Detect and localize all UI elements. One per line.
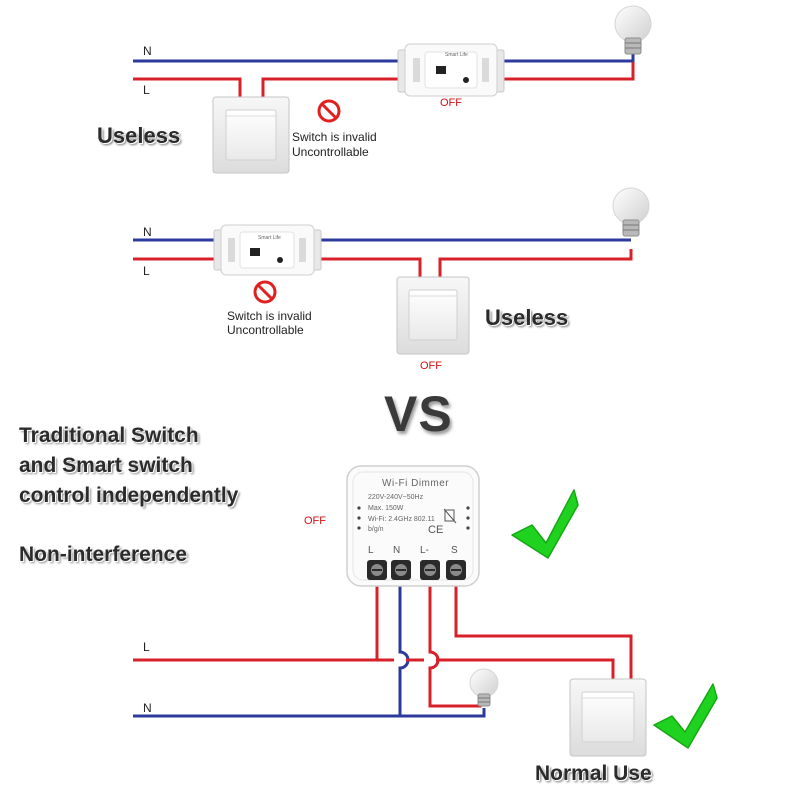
ce-mark: CE (428, 524, 444, 536)
switch-wire-3 (454, 578, 633, 681)
switch-invalid-text: Switch is invalid (292, 130, 377, 144)
light-bulb-1 (614, 5, 652, 55)
neutral-line-label: N (143, 225, 152, 239)
terminal-screws (367, 560, 466, 580)
dimmer-spec-power: Max. 150W (368, 505, 404, 512)
neutral-wire-3 (133, 708, 486, 718)
live-line-label: L (143, 83, 150, 97)
dimmer-title: Wi-Fi Dimmer (382, 478, 450, 489)
smart-module-brand: Smart Life (445, 52, 468, 58)
smart-module-brand: Smart Life (258, 235, 281, 241)
description-line-4: Non-interference (19, 543, 188, 566)
terminal-label-load: L- (420, 545, 429, 556)
neutral-wire-1 (133, 52, 635, 63)
smart-module-1 (397, 43, 505, 97)
prohibited-icon (253, 280, 277, 304)
prohibited-icon (317, 99, 341, 123)
vs-label: VS (384, 386, 453, 442)
smart-module-2 (213, 224, 322, 276)
terminal-label-s: S (451, 545, 458, 556)
terminal-label-n: N (393, 545, 401, 556)
off-state-label: OFF (440, 97, 462, 109)
terminal-label-l: L (368, 545, 374, 556)
description-line-2: and Smart switch (19, 454, 193, 477)
useless-label: Useless (485, 305, 569, 330)
off-state-label: OFF (420, 360, 442, 372)
dimmer-spec-wifi: Wi-Fi: 2.4GHz 802.11 (368, 516, 435, 523)
check-mark-icon (511, 489, 579, 559)
light-bulb-2 (612, 187, 650, 237)
description-line-3: control independently (19, 484, 239, 507)
neutral-drop-3 (398, 578, 410, 716)
wall-switch-2 (396, 276, 470, 355)
wall-switch-1 (212, 96, 290, 174)
switch-invalid-text: Switch is invalid (227, 309, 312, 323)
load-wire-3 (428, 578, 482, 708)
diagram-3 (133, 465, 718, 757)
light-bulb-3 (469, 668, 499, 707)
off-state-label: OFF (304, 515, 326, 527)
live-line-label: L (143, 640, 150, 654)
uncontrollable-text: Uncontrollable (292, 145, 369, 159)
live-wire-1 (133, 62, 635, 98)
check-mark-icon (653, 683, 718, 749)
live-wire-3 (133, 658, 615, 681)
uncontrollable-text: Uncontrollable (227, 323, 304, 337)
live-line-label: L (143, 264, 150, 278)
live-wire-2 (133, 249, 633, 278)
diagram-2 (133, 187, 650, 355)
description-line-1: Traditional Switch (19, 424, 199, 447)
wifi-dimmer-module (346, 465, 480, 587)
dimmer-spec-voltage: 220V-240V~50Hz (368, 494, 424, 501)
neutral-line-label: N (143, 44, 152, 58)
neutral-line-label: N (143, 701, 152, 715)
dimmer-spec-bgn: b/g/n (368, 526, 384, 533)
useless-label: Useless (97, 123, 181, 148)
wall-switch-3 (569, 678, 647, 757)
diagram-1 (133, 5, 652, 174)
normal-use-label: Normal Use (535, 762, 652, 785)
